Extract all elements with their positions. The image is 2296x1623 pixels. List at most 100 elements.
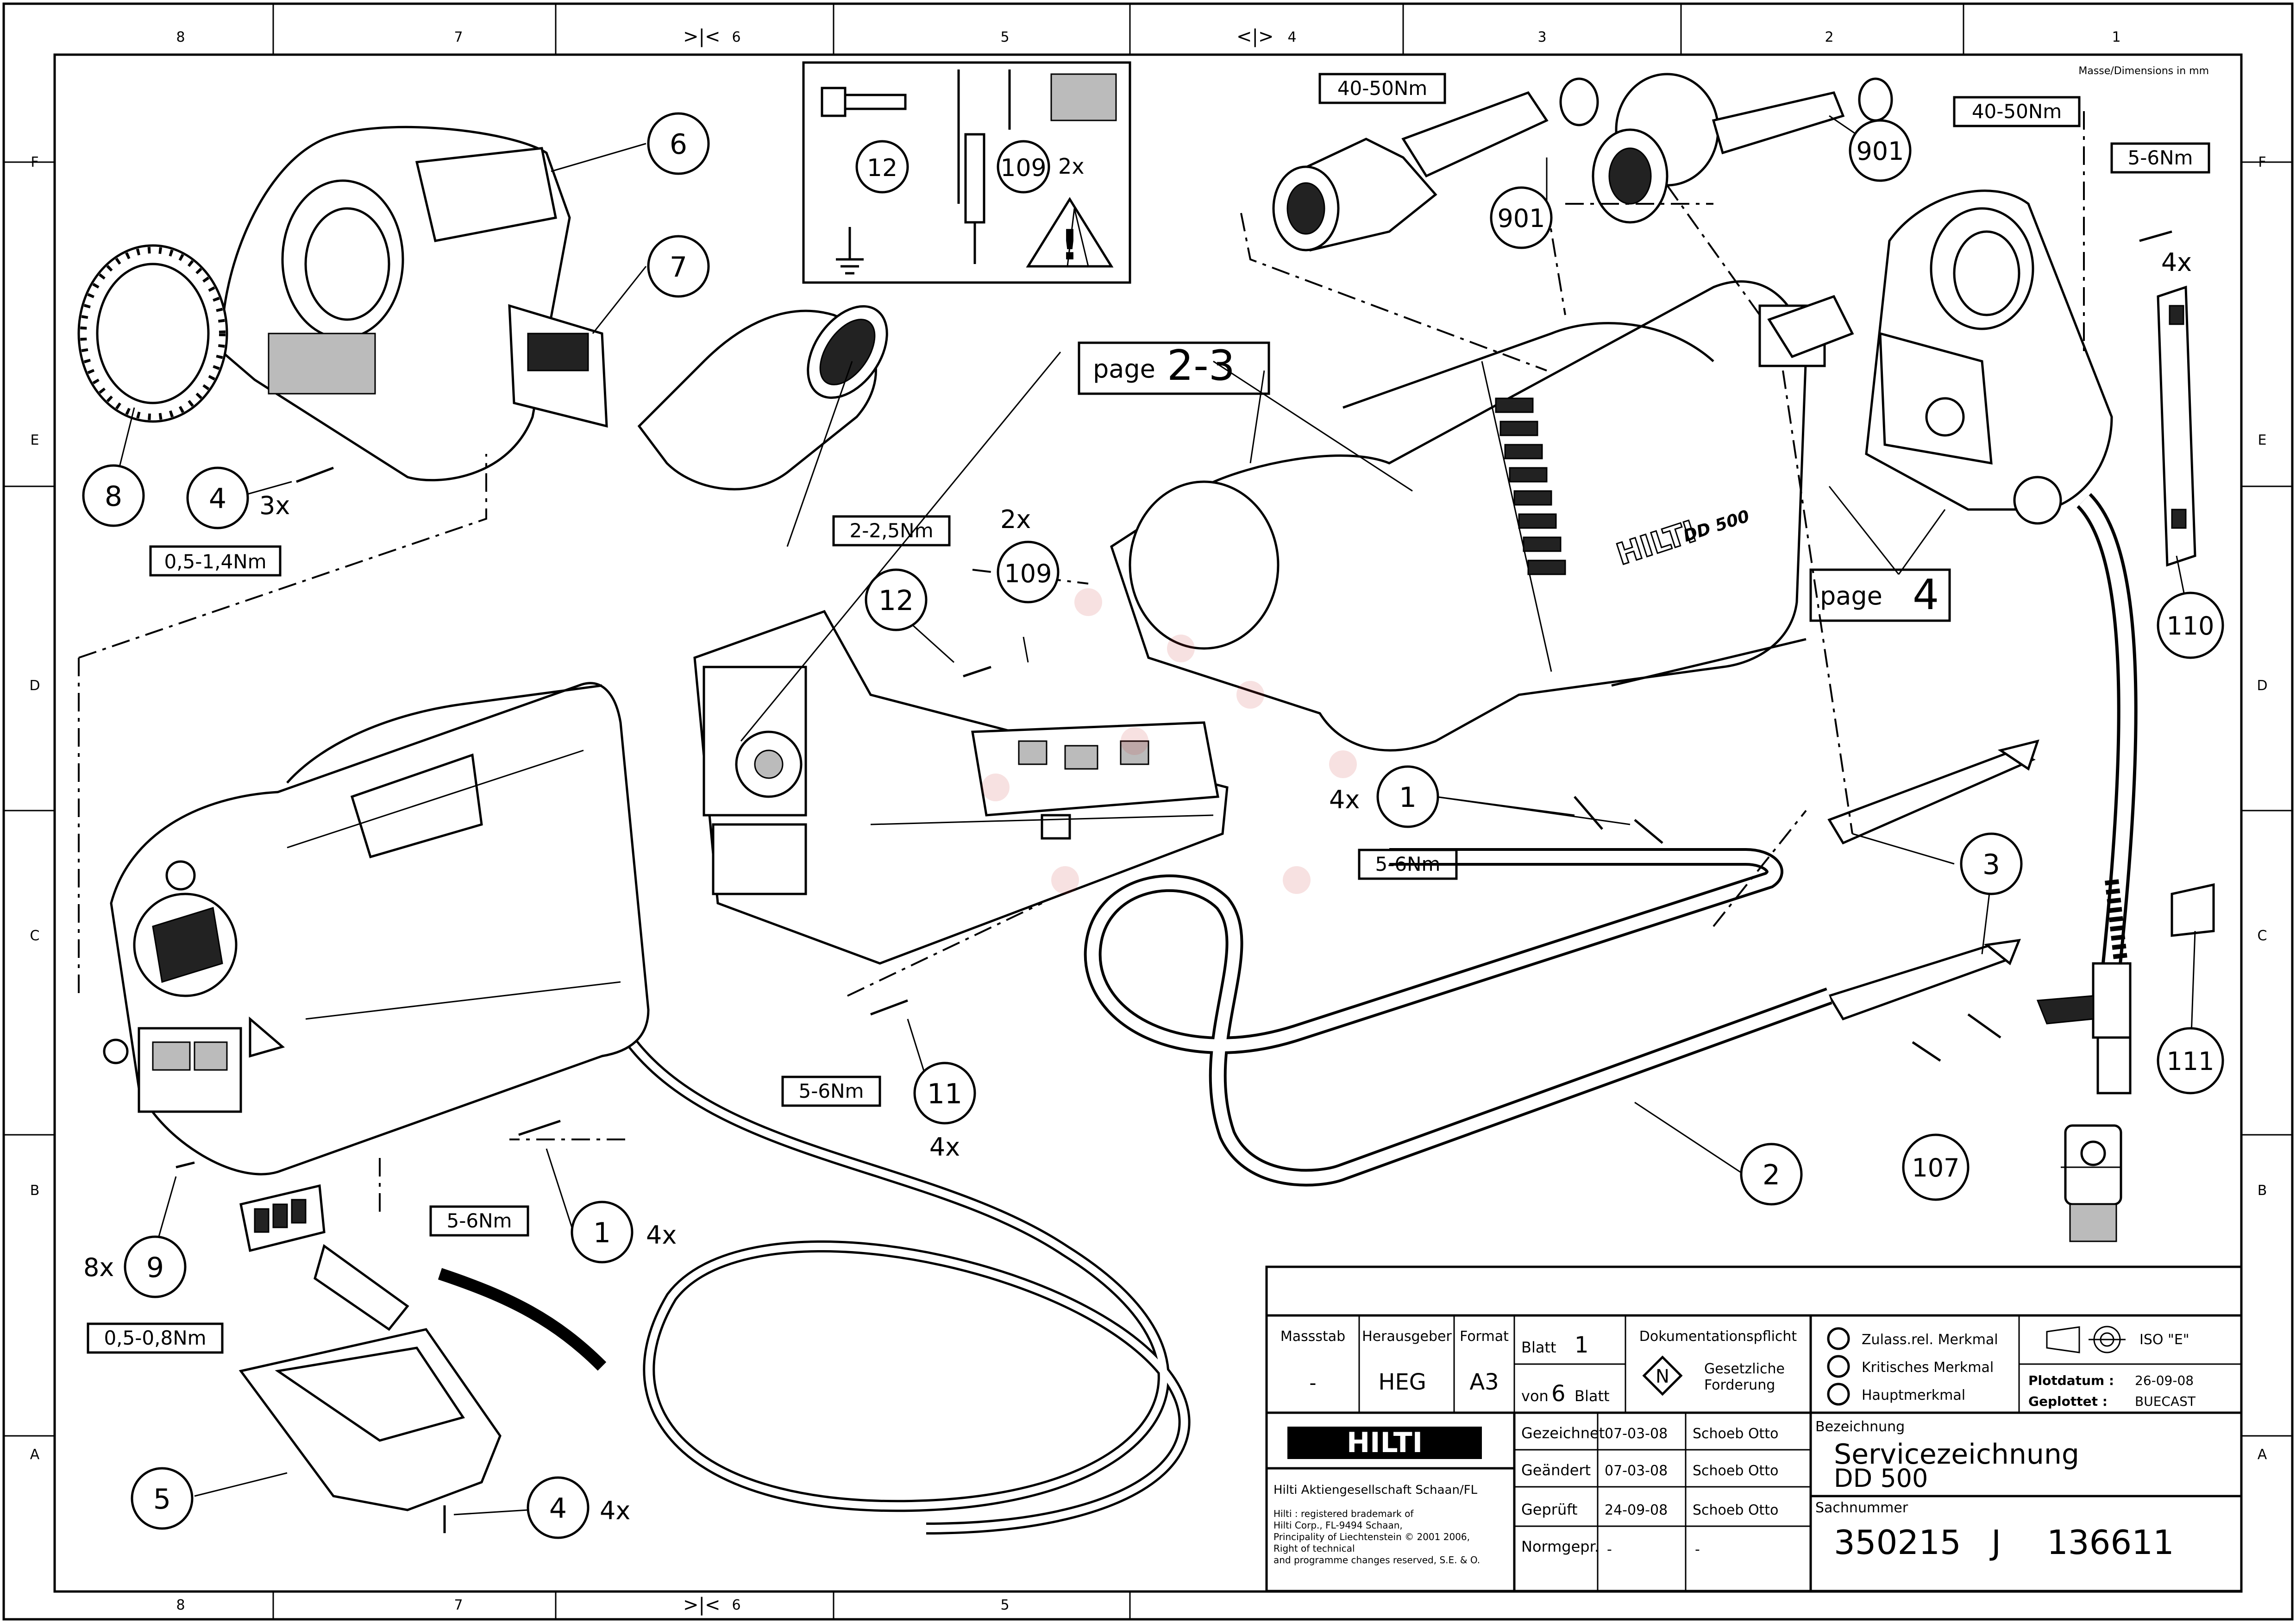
svg-text:109: 109	[1004, 559, 1052, 588]
svg-text:page: page	[1820, 581, 1882, 610]
water-coupling-part-107	[2064, 1124, 2122, 1242]
col-label-7: 7	[454, 29, 463, 45]
side-handle-part-3	[1827, 739, 2039, 1021]
row-label-f: F	[31, 154, 38, 170]
center-mark-right-icon: <|>	[1236, 26, 1274, 47]
callout-2: 2	[1740, 1143, 1803, 1206]
spindle-adapter-901-right	[1592, 73, 1893, 224]
row-label-d: D	[29, 678, 40, 694]
screws	[176, 230, 2172, 1533]
svg-text:3x: 3x	[259, 491, 290, 520]
motor-cooling-slots	[1495, 397, 1566, 575]
tb-format-label: Format	[1460, 1328, 1509, 1345]
tb-massstab-label: Massstab	[1280, 1328, 1345, 1345]
col-label-5-bottom: 5	[1000, 1597, 1009, 1613]
callout-3: 3	[1960, 832, 2023, 895]
svg-text:901: 901	[1856, 137, 1904, 166]
tb-format-value: A3	[1469, 1369, 1499, 1395]
svg-text:5: 5	[153, 1483, 171, 1516]
svg-text:4x: 4x	[600, 1496, 630, 1525]
callout-901-left: 901	[1490, 186, 1553, 249]
tb-geprueft-name: Schoeb Otto	[1693, 1502, 1778, 1518]
svg-text:5-6Nm: 5-6Nm	[2128, 146, 2193, 169]
callout-107: 107	[1902, 1133, 1970, 1201]
col-label-1: 1	[2112, 29, 2120, 45]
svg-text:0,5-1,4Nm: 0,5-1,4Nm	[164, 550, 266, 573]
tb-company-logo: HILTI	[1347, 1427, 1423, 1459]
svg-text:110: 110	[2166, 611, 2214, 641]
row-label-f-right: F	[2258, 154, 2266, 170]
tb-von-suffix: Blatt	[1575, 1387, 1610, 1405]
center-mark-bottom-icon: >|<	[683, 1594, 721, 1616]
handle-cover-part-6	[220, 126, 571, 482]
tb-iso: ISO "E"	[2139, 1332, 2189, 1348]
svg-text:12: 12	[878, 585, 914, 617]
spindle-adapter-901-left	[1272, 77, 1599, 252]
tb-dok-text2: Forderung	[1704, 1377, 1775, 1393]
tb-normgepr-date: -	[1607, 1541, 1612, 1558]
tb-legal-4: Right of technical	[1273, 1543, 1355, 1554]
electronics-module	[693, 610, 1229, 965]
col-label-2: 2	[1825, 29, 1833, 45]
svg-text:4x: 4x	[646, 1220, 677, 1250]
warning-label-part-110	[2157, 285, 2196, 567]
page-ref-4: page 4	[1809, 568, 1951, 622]
center-mark-left-icon: >|<	[683, 26, 721, 47]
main-housing	[103, 682, 650, 1176]
shaft-part	[1767, 295, 1854, 359]
warning-label-part-111	[2171, 883, 2215, 937]
tb-dok-symbol: N	[1656, 1366, 1669, 1387]
tb-herausgeber-label: Herausgeber	[1362, 1328, 1452, 1345]
row-label-e-right: E	[2258, 432, 2267, 448]
warning-exclamation-icon: !	[1060, 221, 1079, 270]
callout-8: 8	[82, 464, 145, 527]
tb-geprueft-label: Geprüft	[1521, 1501, 1577, 1518]
tb-merkmal3-circle-icon	[1827, 1383, 1850, 1406]
tb-projection-symbol-icon	[2046, 1326, 2126, 1353]
tb-company-name: Hilti Aktiengesellschaft Schaan/FL	[1273, 1483, 1478, 1497]
dimensions-note: Masse/Dimensions in mm	[2078, 65, 2209, 77]
tb-bezeichnung-label: Bezeichnung	[1815, 1419, 1905, 1435]
svg-text:4x: 4x	[929, 1132, 960, 1162]
cable-connector	[239, 1184, 409, 1331]
row-label-c-right: C	[2258, 928, 2267, 944]
col-label-4: 4	[1287, 29, 1296, 45]
tb-geaendert-name: Schoeb Otto	[1693, 1463, 1778, 1479]
svg-text:2: 2	[1763, 1159, 1780, 1191]
tb-normgepr-label: Normgepr.	[1521, 1538, 1599, 1555]
svg-text:2-2,5Nm: 2-2,5Nm	[849, 519, 933, 542]
tb-dok-diamond-icon	[1642, 1355, 1683, 1396]
callout-901-right: 901	[1849, 119, 1912, 182]
tb-dok-label: Dokumentationspflicht	[1639, 1328, 1797, 1345]
tb-geprueft-date: 24-09-08	[1605, 1502, 1668, 1518]
dial-label-part-8	[77, 244, 228, 423]
torque-label-4: 5-6Nm	[2110, 142, 2210, 174]
svg-text:4: 4	[209, 483, 226, 515]
page-ref-2-3: page 2-3	[1078, 341, 1270, 395]
tb-geaendert-date: 07-03-08	[1605, 1463, 1668, 1479]
loop-handle-part-2	[1084, 848, 1832, 1187]
watermark	[982, 588, 1357, 894]
svg-text:8: 8	[105, 480, 122, 513]
row-label-a-right: A	[2258, 1447, 2267, 1463]
grid-ruler: 8 7 6 5 4 3 2 1 8 7 6 5 F E D C B A F E …	[4, 4, 2292, 1619]
svg-text:1: 1	[593, 1217, 611, 1249]
svg-text:5-6Nm: 5-6Nm	[447, 1209, 512, 1232]
cover-part-5	[238, 1328, 502, 1511]
col-label-6-bottom: 6	[732, 1597, 740, 1613]
row-label-b: B	[30, 1183, 40, 1199]
svg-text:2-3: 2-3	[1167, 341, 1235, 390]
water-hose	[2036, 493, 2138, 1095]
svg-text:12: 12	[867, 154, 897, 182]
tb-blatt-value: 1	[1575, 1332, 1589, 1358]
tb-blatt-label: Blatt	[1521, 1339, 1556, 1356]
callout-12: 12	[865, 568, 928, 631]
svg-text:4: 4	[1913, 571, 1939, 619]
callout-9: 98x	[83, 1235, 187, 1298]
inner-border	[53, 53, 2243, 1593]
row-label-a: A	[30, 1447, 40, 1463]
